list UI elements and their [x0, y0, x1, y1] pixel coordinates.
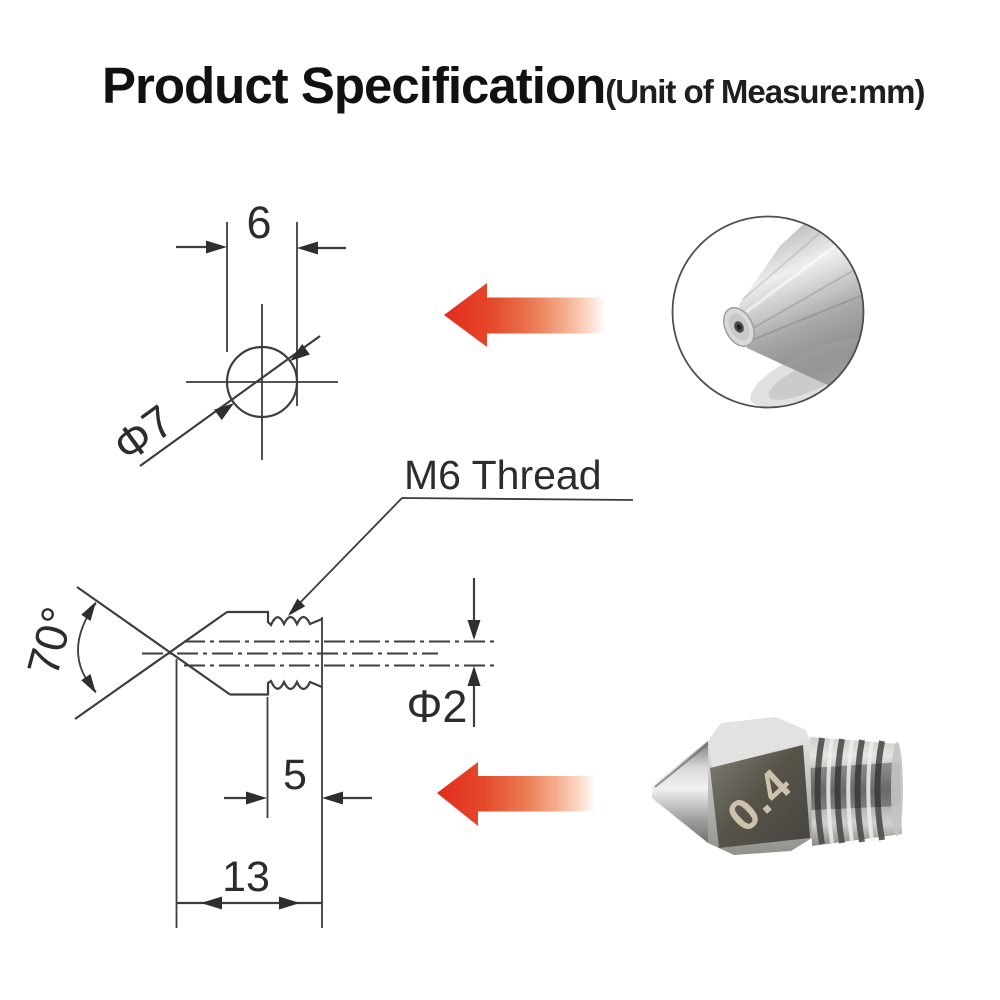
- tip-photo-cone: [739, 216, 864, 400]
- profile-top: [227, 610, 323, 627]
- dia7-label: Φ7: [104, 395, 183, 472]
- photo-hex-top-face: [708, 717, 806, 768]
- page-header: Product Specification(Unit of Measure:mm…: [102, 56, 925, 115]
- photo-hex-front-face: [710, 745, 810, 848]
- angle-arrow-top: [81, 601, 96, 621]
- thread-callout-label: M6 Thread: [404, 452, 602, 498]
- unit-note: (Unit of Measure:mm): [605, 73, 925, 110]
- profile-bottom: [230, 679, 323, 696]
- thread-valley-3: [854, 739, 865, 843]
- thread-valley-4: [874, 740, 885, 841]
- dim13-arrow-right: [279, 896, 300, 910]
- thread-callout-arrow: [288, 598, 306, 616]
- cone-edge-upper: [74, 611, 228, 720]
- nozzle-photo: 0.4: [652, 717, 903, 855]
- thread-valley-2: [834, 738, 845, 844]
- cone-edge-lower: [76, 586, 231, 696]
- tip-photo-circle-border: [671, 215, 865, 409]
- dim5-label: 5: [283, 751, 307, 799]
- thread-shadow-band: [810, 762, 901, 810]
- thread-ridge-3: [866, 740, 874, 842]
- page-title: Product Specification: [102, 57, 606, 114]
- dia7-arrow-lower: [214, 403, 234, 421]
- dia2-label: Φ2: [407, 681, 468, 732]
- top-view-drawing: 6 Φ7: [104, 197, 346, 472]
- thread-ridge-2: [846, 739, 854, 843]
- dim6-arrow-right: [297, 241, 318, 255]
- angle-label: 70°: [17, 602, 84, 681]
- tip-photo-reflection-2: [768, 356, 852, 400]
- dia7-dimension-line: [139, 335, 321, 467]
- dia2-arrow-top: [467, 620, 481, 640]
- nozzle-tip-photo: [671, 215, 865, 409]
- tip-photo-reflection: [750, 337, 864, 407]
- thread-end-cap: [891, 742, 903, 836]
- photo-cone-edge: [654, 743, 709, 788]
- photo-cone-tip: [652, 741, 708, 843]
- tip-photo-streak-2: [749, 261, 864, 331]
- thread-ridge-1: [826, 738, 834, 844]
- dia7-arrow-upper: [290, 344, 310, 361]
- dim13-arrow-left: [201, 896, 222, 910]
- dim6-arrow-left: [206, 240, 227, 254]
- thread-valley-1: [814, 737, 825, 845]
- dim5-arrow-left: [246, 791, 267, 805]
- red-arrow-left-icon-bottom: [437, 762, 596, 826]
- dim13-label: 13: [222, 853, 270, 901]
- red-arrow-left-icon-top: [444, 283, 606, 347]
- dim6-label: 6: [246, 197, 271, 248]
- dia2-arrow-bottom: [467, 666, 481, 686]
- thread-callout-leader: [289, 497, 634, 614]
- side-view-drawing: 70° M6 Thread Φ2 5 13: [17, 452, 634, 928]
- tip-photo-face: [723, 306, 755, 348]
- dim5-arrow-right: [322, 791, 343, 805]
- angle-arrow-bottom: [81, 674, 96, 694]
- tip-photo-streak-3: [751, 291, 864, 341]
